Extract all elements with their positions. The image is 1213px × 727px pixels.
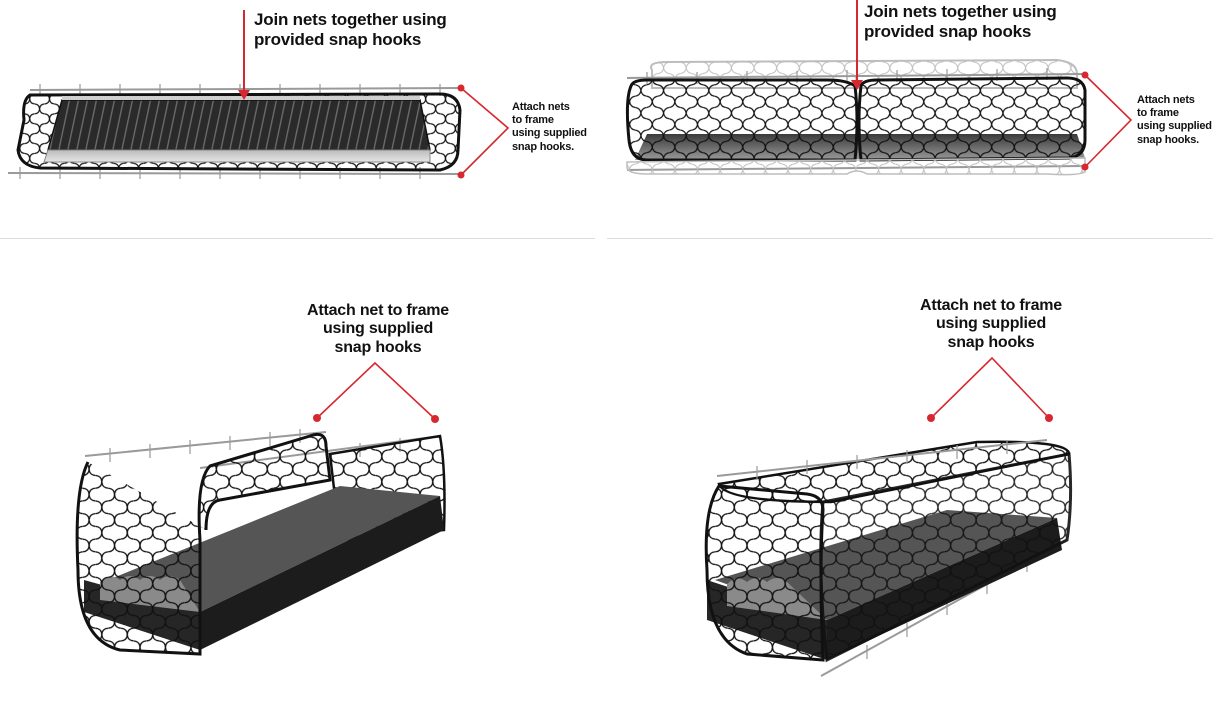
attach-leader (460, 87, 510, 176)
panel-top-left: Join nets together using provided snap h… (0, 0, 600, 235)
net-front-left (625, 78, 859, 162)
tray-top-left (43, 96, 431, 163)
snap-hook-dot (313, 414, 321, 422)
snap-hook-dot (1081, 71, 1089, 79)
attach-label: Attach net to frame using supplied snap … (307, 302, 449, 356)
attach-leader (1084, 74, 1133, 168)
net-front-right (857, 76, 1087, 162)
snap-hook-dot (1045, 414, 1053, 422)
panel-top-right: Join nets together using provided snap h… (607, 0, 1213, 235)
net-front (819, 452, 1073, 663)
panel-bottom-left: Attach net to frame using supplied snap … (0, 240, 600, 727)
snap-hook-dot (927, 414, 935, 422)
diagram-top-left (7, 10, 510, 179)
net-left-side (75, 432, 332, 656)
snap-hook-dot (431, 415, 439, 423)
attach-label: Attach net to frame using supplied snap … (920, 297, 1062, 351)
join-label: Join nets together using provided snap h… (254, 10, 447, 49)
attach-label: Attach nets to frame using supplied snap… (1137, 94, 1212, 146)
divider-right (607, 238, 1213, 239)
divider-left (0, 238, 595, 239)
attach-label: Attach nets to frame using supplied snap… (512, 101, 587, 153)
attach-leader (316, 361, 436, 420)
diagram-bottom-left (75, 361, 446, 656)
net-left-end (704, 484, 825, 662)
diagram-top-right (625, 0, 1133, 176)
join-label: Join nets together using provided snap h… (864, 2, 1057, 41)
snap-hook-dot (1081, 163, 1089, 171)
diagram-bottom-right (704, 356, 1073, 677)
snap-hook-dot (457, 84, 465, 92)
panel-bottom-right: Attach net to frame using supplied snap … (607, 240, 1213, 727)
snap-hook-dot (457, 171, 465, 179)
attach-leader (930, 356, 1050, 419)
